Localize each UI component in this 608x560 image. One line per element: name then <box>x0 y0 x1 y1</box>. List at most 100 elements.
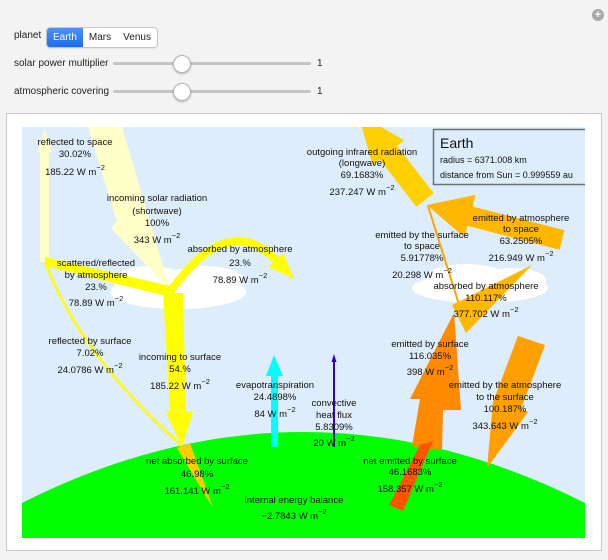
label-line: reflected by surface <box>49 336 132 347</box>
label-incoming-to-surface: incoming to surface 54.% 185.22 W m−2 <box>139 352 221 392</box>
label-line: to the surface <box>476 392 534 403</box>
label-line: absorbed by atmosphere <box>187 244 292 255</box>
percent: 116.035% <box>409 351 452 362</box>
planet-selector[interactable]: Earth Mars Venus <box>46 27 158 48</box>
percent: 24.4898% <box>254 392 297 403</box>
label-internal-energy-balance: internal energy balance −2.7843 W m−2 <box>245 495 344 522</box>
label-reflected-to-space: reflected to space 30.02% 185.22 W m−2 <box>38 137 113 178</box>
label-net-absorbed-by-surface: net absorbed by surface 46.98% 161.141 W… <box>146 456 248 497</box>
label-line: reflected to space <box>38 137 113 148</box>
label-emitted-surface-to-space: emitted by the surface to space 5.91778%… <box>375 230 468 281</box>
percent: 5.8309% <box>315 422 353 433</box>
flux-value: 377.702 W m−2 <box>453 305 518 320</box>
percent: 23.% <box>85 282 107 293</box>
label-scattered-atmosphere: scattered/reflected by atmosphere 23.% 7… <box>57 258 135 309</box>
solar-power-slider-thumb[interactable] <box>173 55 192 73</box>
flux-value: 216.949 W m−2 <box>488 249 553 264</box>
flux-value: 20 W m−2 <box>313 434 354 449</box>
flux-value: 84 W m−2 <box>254 405 295 420</box>
add-icon[interactable]: + <box>592 9 604 21</box>
flux-value: 237.247 W m−2 <box>329 183 394 198</box>
solar-power-label: solar power multiplier <box>14 58 109 69</box>
label-line: (shortwave) <box>132 206 182 217</box>
label-line: incoming to surface <box>139 352 221 363</box>
label-line: convective <box>312 398 357 409</box>
label-net-emitted-by-surface: net emitted by surface 46.1683% 158.357 … <box>363 456 456 495</box>
label-line: internal energy balance <box>245 495 344 506</box>
label-outgoing-infrared: outgoing infrared radiation (longwave) 6… <box>307 147 417 198</box>
label-line: by atmosphere <box>65 270 128 281</box>
flux-value: −2.7843 W m−2 <box>261 507 326 522</box>
flux-value: 78.89 W m−2 <box>69 294 124 309</box>
label-convective-heat-flux: convective heat flux 5.8309% 20 W m−2 <box>312 398 357 449</box>
emitted-atmosphere-to-surface-arrow <box>487 336 545 468</box>
reflected-by-surface-line <box>43 261 183 447</box>
label-line: outgoing infrared radiation <box>307 147 417 158</box>
atmospheric-covering-slider-track[interactable] <box>113 90 311 93</box>
reflected-to-space-arrow <box>37 129 52 262</box>
convective-heat-flux-arrowhead <box>331 354 337 362</box>
label-line: to space <box>503 224 539 235</box>
label-line: emitted by surface <box>391 339 469 350</box>
label-line: heat flux <box>316 410 352 421</box>
flux-value: 78.89 W m−2 <box>213 271 268 286</box>
planet-option-mars[interactable]: Mars <box>88 32 112 43</box>
label-line: emitted by the atmosphere <box>449 380 561 391</box>
label-line: net absorbed by surface <box>146 456 248 467</box>
percent: 63.2505% <box>500 236 543 247</box>
flux-value: 343.643 W m−2 <box>472 417 537 432</box>
info-planet-name: Earth <box>440 135 473 151</box>
incoming-to-surface-arrow <box>163 293 193 447</box>
planet-info-box: Earth radius = 6371.008 km distance from… <box>432 128 585 186</box>
info-distance: distance from Sun = 0.999559 au <box>440 170 573 180</box>
earth-surface <box>22 432 585 538</box>
outgoing-infrared-arrow <box>361 127 434 207</box>
absorbed-by-atmosphere-sw-arrowhead <box>268 253 294 279</box>
label-absorbed-atmosphere-lw: absorbed by atmosphere 110.117% 377.702 … <box>433 281 538 320</box>
planet-option-earth[interactable]: Earth <box>47 28 83 47</box>
atmospheric-covering-slider-thumb[interactable] <box>173 83 192 101</box>
percent: 30.02% <box>59 149 92 160</box>
net-absorbed-by-surface-wedge <box>177 443 213 508</box>
percent: 100.187% <box>484 404 527 415</box>
flux-value: 185.22 W m−2 <box>150 377 210 392</box>
label-emitted-atmosphere-to-space: emitted by atmosphere to space 63.2505% … <box>473 213 570 264</box>
solar-power-slider-track[interactable] <box>113 62 311 65</box>
absorbed-by-atmosphere-lw-arrow <box>452 265 532 333</box>
label-line: to space <box>404 241 440 252</box>
percent: 23.% <box>229 258 251 269</box>
solar-power-value: 1 <box>317 58 323 69</box>
net-emitted-by-surface-wedge <box>389 441 433 511</box>
planet-option-venus[interactable]: Venus <box>123 32 151 43</box>
flux-value: 343 W m−2 <box>134 231 181 246</box>
flux-value: 20.298 W m−2 <box>392 266 452 281</box>
planet-label: planet <box>14 30 42 41</box>
emitted-atmosphere-to-space-arrow <box>427 194 565 250</box>
info-radius: radius = 6371.008 km <box>440 155 527 165</box>
percent: 54.% <box>169 364 191 375</box>
label-line: evapotranspiration <box>236 380 314 391</box>
label-line: emitted by the surface <box>375 230 468 241</box>
incoming-solar-arrow <box>88 127 170 290</box>
atmospheric-covering-label: atmospheric covering <box>14 86 110 97</box>
emitted-by-surface-arrow <box>410 313 461 450</box>
label-reflected-by-surface: reflected by surface 7.02% 24.0786 W m−2 <box>49 336 132 376</box>
label-line: incoming solar radiation <box>107 193 207 204</box>
label-line: emitted by atmosphere <box>473 213 570 224</box>
percent: 100% <box>145 218 170 229</box>
percent: 110.117% <box>465 293 507 304</box>
label-evapotranspiration: evapotranspiration 24.4898% 84 W m−2 <box>236 380 314 420</box>
evapotranspiration-arrow <box>266 355 283 447</box>
percent: 46.1683% <box>389 467 432 478</box>
label-line: scattered/reflected <box>57 258 135 269</box>
flux-value: 24.0786 W m−2 <box>57 361 122 376</box>
label-absorbed-atmosphere-sw: absorbed by atmosphere 23.% 78.89 W m−2 <box>187 244 292 286</box>
absorbed-by-atmosphere-sw-arrow <box>166 237 279 295</box>
flux-value: 158.357 W m−2 <box>377 480 442 495</box>
label-line: (longwave) <box>339 158 385 169</box>
percent: 46.98% <box>181 469 214 480</box>
atmospheric-covering-value: 1 <box>317 86 323 97</box>
label-emitted-atmosphere-to-surface: emitted by the atmosphere to the surface… <box>449 380 561 432</box>
flux-value: 185.22 W m−2 <box>45 163 105 178</box>
